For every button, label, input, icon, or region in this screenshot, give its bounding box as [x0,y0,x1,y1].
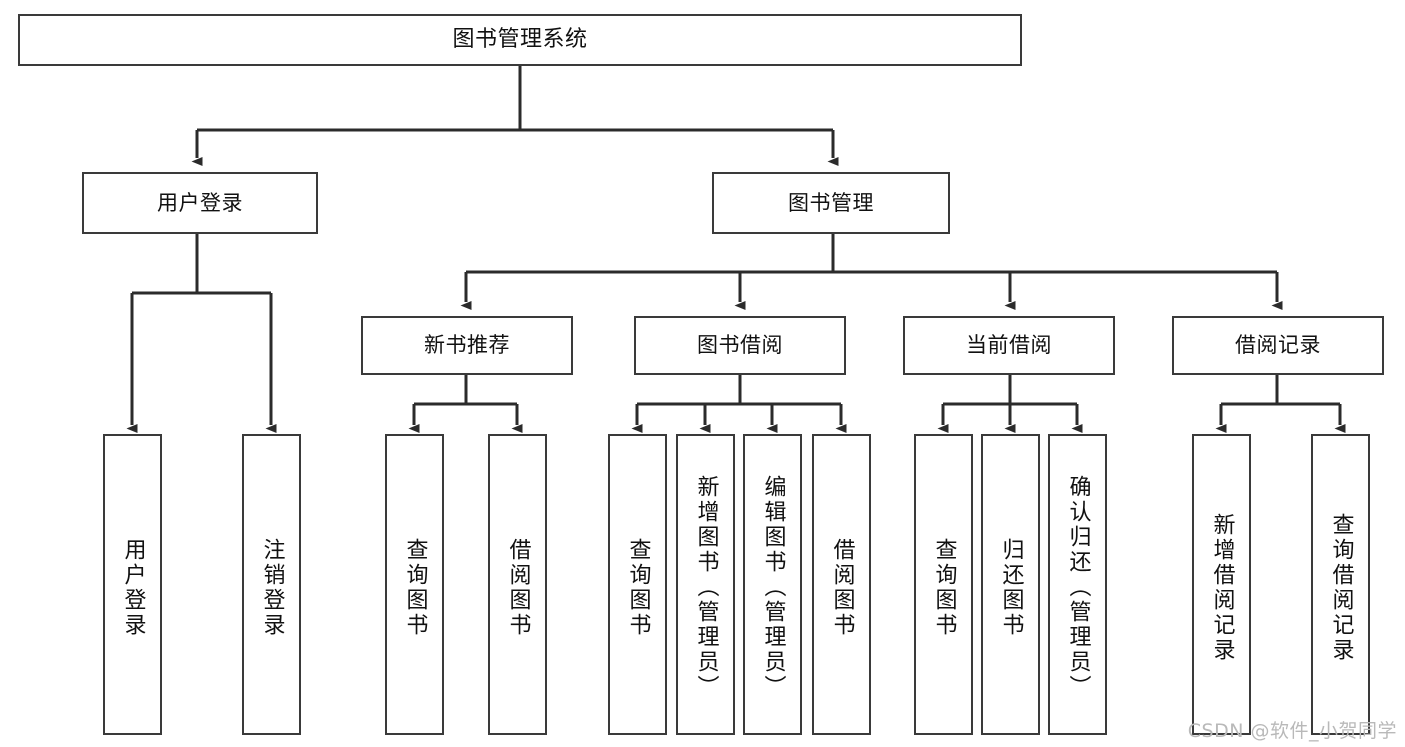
node-leaf-add-book-admin[interactable]: 新增图书（管理员） [676,434,735,735]
node-label: 新增图书（管理员） [693,475,719,700]
node-leaf-query-book-1[interactable]: 查询图书 [385,434,444,735]
node-label: 图书管理系统 [452,26,588,52]
node-label: 用户登录 [120,537,146,638]
node-label: 查询图书 [402,537,428,638]
node-label: 归还图书 [998,537,1024,638]
node-leaf-query-book-2[interactable]: 查询图书 [608,434,667,735]
node-label: 新书推荐 [424,333,510,358]
node-label: 注销登录 [259,537,285,638]
node-label: 查询图书 [931,537,957,638]
node-leaf-user-login[interactable]: 用户登录 [103,434,162,735]
node-label: 用户登录 [157,190,243,215]
node-leaf-confirm-return-admin[interactable]: 确认归还（管理员） [1048,434,1107,735]
node-label: 查询图书 [625,537,651,638]
node-leaf-return-book[interactable]: 归还图书 [981,434,1040,735]
node-book-borrow[interactable]: 图书借阅 [634,316,846,375]
node-label: 当前借阅 [966,333,1052,358]
node-leaf-edit-book-admin[interactable]: 编辑图书（管理员） [743,434,802,735]
node-book-management[interactable]: 图书管理 [712,172,950,234]
node-leaf-logout[interactable]: 注销登录 [242,434,301,735]
node-label: 新增借阅记录 [1209,512,1235,663]
node-label: 查询借阅记录 [1328,512,1354,663]
node-borrow-record[interactable]: 借阅记录 [1172,316,1384,375]
node-label: 借阅图书 [829,537,855,638]
node-root-system[interactable]: 图书管理系统 [18,14,1022,66]
node-current-borrow[interactable]: 当前借阅 [903,316,1115,375]
node-leaf-borrow-book-2[interactable]: 借阅图书 [812,434,871,735]
node-user-login[interactable]: 用户登录 [82,172,318,234]
node-label: 编辑图书（管理员） [760,475,786,700]
node-leaf-borrow-book-1[interactable]: 借阅图书 [488,434,547,735]
node-label: 确认归还（管理员） [1065,475,1091,700]
node-label: 借阅图书 [505,537,531,638]
node-label: 图书借阅 [697,333,783,358]
node-leaf-add-borrow-record[interactable]: 新增借阅记录 [1192,434,1251,735]
csdn-watermark: CSDN @软件_小贺同学 [1187,720,1397,742]
node-leaf-query-borrow-record[interactable]: 查询借阅记录 [1311,434,1370,735]
node-label: 借阅记录 [1235,333,1321,358]
node-new-book-recommend[interactable]: 新书推荐 [361,316,573,375]
node-leaf-query-book-3[interactable]: 查询图书 [914,434,973,735]
node-label: 图书管理 [788,190,874,215]
